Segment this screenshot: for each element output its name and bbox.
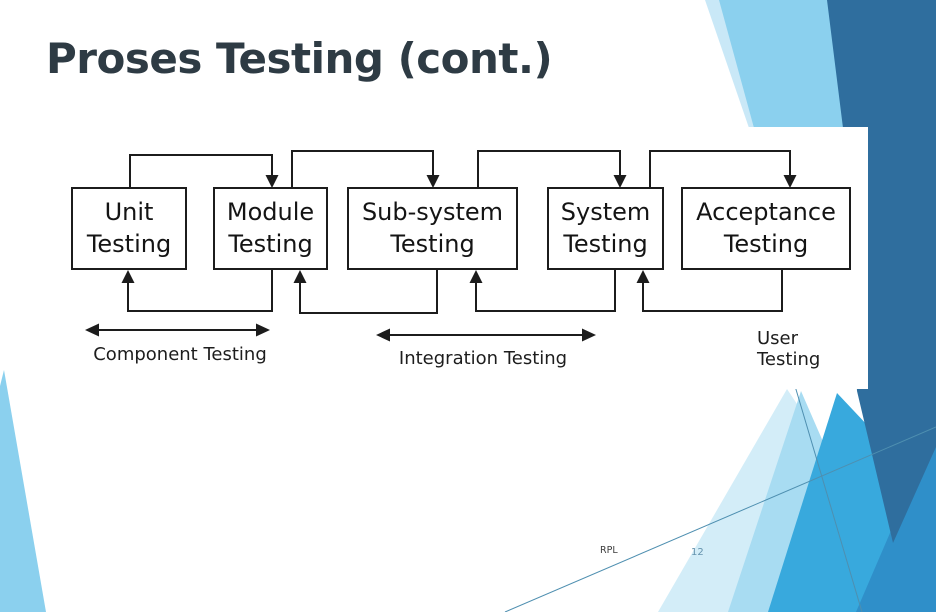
box-label-line: Unit bbox=[104, 198, 154, 227]
box-label-line: Acceptance bbox=[696, 198, 836, 227]
footer-label: RPL bbox=[600, 545, 618, 556]
bottom-left-triangle bbox=[0, 370, 46, 612]
integration-testing-arrow bbox=[376, 328, 596, 342]
hairline-1 bbox=[504, 426, 936, 612]
hairline-2 bbox=[794, 385, 863, 612]
label-component-testing: Component Testing bbox=[93, 344, 267, 365]
box-acceptance-testing: Acceptance Testing bbox=[681, 187, 851, 270]
box-label-line: System bbox=[560, 198, 651, 227]
component-testing-arrow bbox=[85, 323, 270, 337]
box-label-line: Testing bbox=[390, 229, 475, 258]
label-user-testing: User Testing bbox=[757, 328, 820, 370]
box-label-line: Testing bbox=[723, 229, 809, 258]
box-label-line: Module bbox=[226, 198, 315, 227]
box-label-line: Sub-system bbox=[361, 198, 504, 227]
box-label-line: Testing bbox=[228, 229, 313, 258]
box-system-testing: System Testing bbox=[547, 187, 664, 270]
top-connectors bbox=[129, 150, 797, 188]
label-integration-testing: Integration Testing bbox=[398, 348, 568, 369]
page-number: 12 bbox=[691, 547, 704, 558]
label-user-line1: User bbox=[757, 328, 799, 349]
box-module-testing: Module Testing bbox=[213, 187, 328, 270]
box-label-line: Testing bbox=[86, 229, 172, 258]
bottom-loops bbox=[121, 270, 783, 314]
page-title: Proses Testing (cont.) bbox=[46, 34, 553, 83]
box-label-line: Testing bbox=[563, 229, 648, 258]
label-user-line2: Testing bbox=[757, 349, 821, 371]
box-unit-testing: Unit Testing bbox=[71, 187, 187, 270]
box-subsystem-testing: Sub-system Testing bbox=[347, 187, 518, 270]
light-sky-band bbox=[719, 0, 849, 128]
